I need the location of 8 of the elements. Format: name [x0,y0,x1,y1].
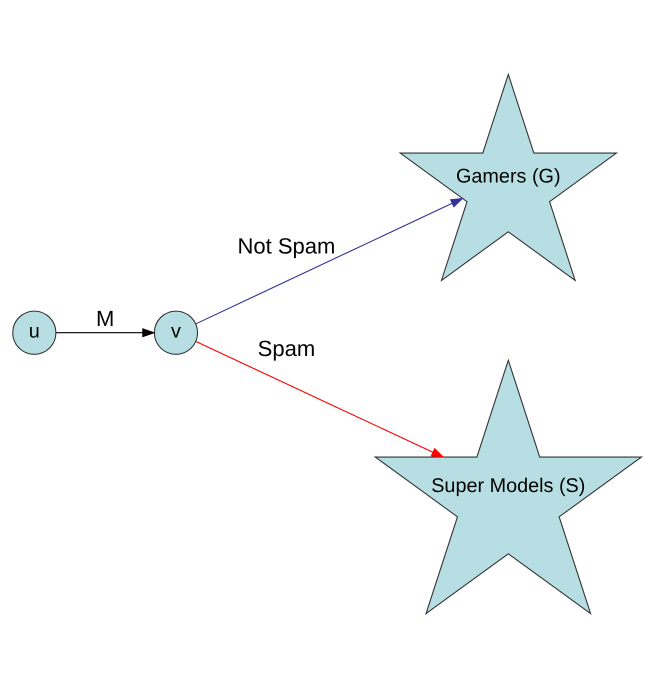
arrow [56,328,156,338]
edge-label: M [96,306,114,332]
edge-label: Not Spam [238,233,336,258]
arrow [196,198,464,324]
node-circle: u [12,310,56,355]
node-circle: v [154,310,198,355]
edge-label: Spam [258,336,316,361]
arrow [196,341,445,458]
